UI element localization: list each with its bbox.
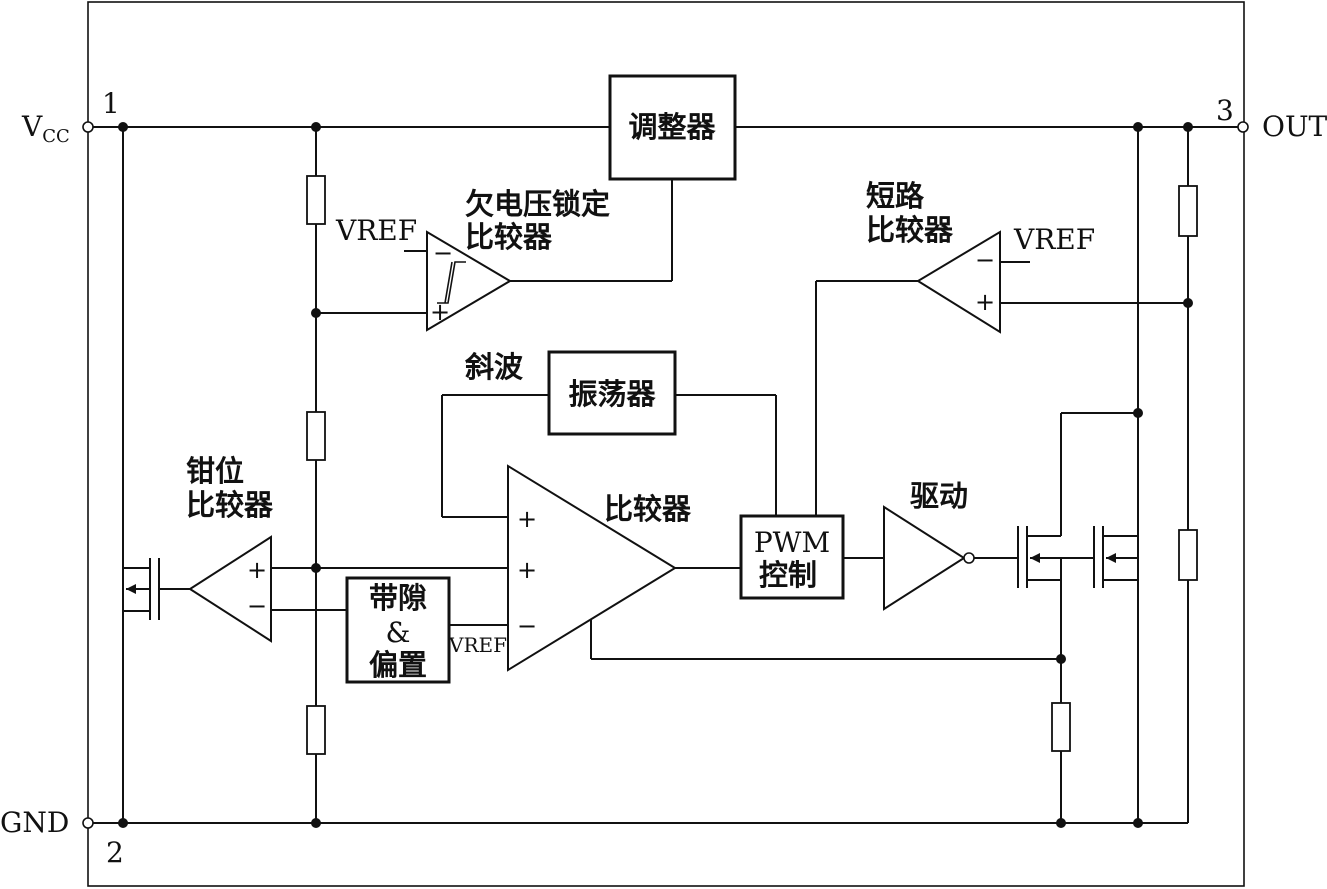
clamp-comparator (188, 535, 272, 643)
comp-plus-sign-2: + (517, 556, 537, 584)
uvlo-plus-sign: + (430, 298, 450, 326)
comparator-label: 比较器 (604, 492, 692, 526)
short-circuit-comparator (916, 230, 1001, 334)
out-label: OUT (1262, 110, 1327, 143)
clamp-title-line2: 比较器 (186, 488, 274, 522)
gnd-label: GND (0, 806, 69, 839)
uvlo-vref-label: VREF (335, 214, 417, 247)
driver-inverter-bubble (963, 552, 975, 564)
bandgap-label-line3: 偏置 (369, 648, 427, 682)
short-title-line2: 比较器 (866, 213, 954, 247)
power-mosfet-main (1017, 412, 1138, 703)
comp-plus-sign-1: + (517, 505, 537, 533)
pwm-label-line2: 控制 (759, 558, 817, 592)
uvlo-title-line1: 欠电压锁定 (465, 187, 610, 221)
gnd-pin-number: 2 (106, 836, 124, 869)
pwm-control-block (739, 514, 845, 600)
uvlo-title-line2: 比较器 (465, 220, 553, 254)
gnd-pin (82, 817, 94, 829)
driver-label: 驱动 (910, 479, 968, 513)
short-vref-label: VREF (1013, 223, 1095, 256)
ramp-label: 斜波 (465, 350, 524, 384)
vcc-pin-number: 1 (102, 87, 120, 120)
bandgap-label-line1: 带隙 (369, 581, 427, 615)
bandgap-bias-block (345, 576, 451, 684)
out-pin-number: 3 (1216, 94, 1234, 127)
divider-resistor-top (306, 175, 326, 225)
oscillator-label: 振荡器 (568, 377, 656, 411)
clamp-title-line1: 钳位 (186, 454, 244, 488)
uvlo-minus-sign: − (433, 239, 453, 267)
oscillator-block (547, 350, 677, 436)
output-resistor-top (1178, 185, 1198, 237)
clamp-transistor (123, 558, 190, 620)
vcc-pin (82, 121, 94, 133)
short-minus-sign: − (975, 246, 995, 274)
hysteresis-icon (437, 261, 466, 304)
vcc-label: VCC (21, 110, 70, 147)
sense-resistor (1051, 702, 1071, 752)
sense-mosfet (1061, 526, 1138, 588)
out-pin (1237, 121, 1249, 133)
comp-minus-sign: − (517, 612, 537, 640)
clamp-plus-sign: + (247, 556, 267, 584)
driver-buffer (883, 505, 966, 611)
divider-resistor-bottom (306, 705, 326, 755)
ic-outline (87, 1, 1245, 887)
bandgap-label-line2: & (386, 616, 411, 649)
regulator-label: 调整器 (628, 110, 716, 144)
short-plus-sign: + (975, 288, 995, 316)
pwm-label-line1: PWM (754, 526, 830, 559)
output-resistor-bottom (1178, 529, 1198, 581)
short-title-line1: 短路 (866, 179, 925, 213)
junction-dots (118, 122, 1193, 828)
regulator-block (608, 74, 737, 181)
divider-resistor-mid (306, 411, 326, 461)
bandgap-vref-label: VREF (448, 633, 507, 657)
uvlo-comparator (426, 230, 512, 332)
clamp-minus-sign: − (247, 592, 267, 620)
